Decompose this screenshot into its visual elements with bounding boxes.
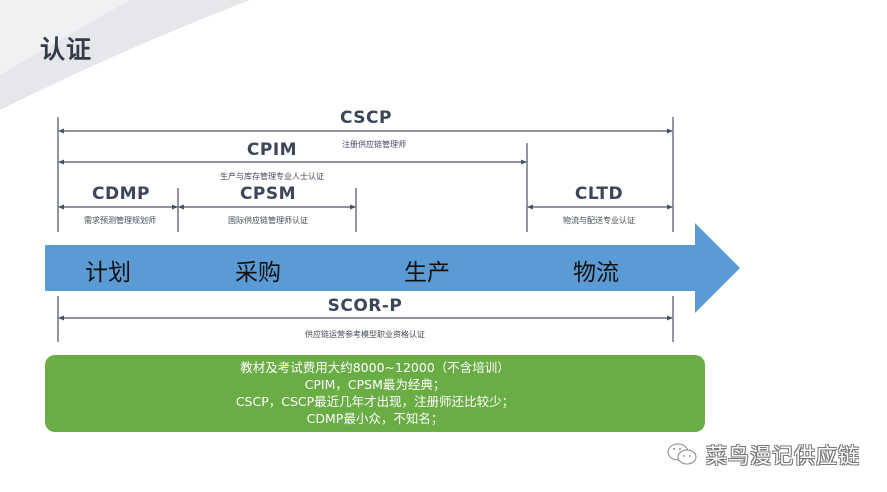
note-line: 教材及考试费用大约8000~12000（不含培训） (240, 360, 510, 375)
cert-code-scor-p: SCOR-P (327, 296, 403, 316)
cert-code-cscp: CSCP (340, 108, 392, 128)
cert-desc-scor-p: 供应链运营参考模型职业资格认证 (305, 330, 425, 339)
wechat-icon (667, 443, 697, 465)
cert-code-cltd: CLTD (574, 184, 624, 204)
cert-desc-cpsm: 国际供应链管理师认证 (228, 216, 308, 225)
cert-code-cdmp: CDMP (92, 184, 150, 204)
watermark: 菜鸟漫记供应链 (666, 440, 860, 470)
watermark-text: 菜鸟漫记供应链 (706, 444, 860, 468)
cert-desc-cscp: 注册供应链管理师 (342, 140, 406, 149)
cert-code-cpim: CPIM (246, 140, 298, 160)
process-arrow (45, 223, 740, 313)
cert-code-cpsm: CPSM (239, 184, 297, 204)
stage-source: 采购 (235, 260, 281, 286)
note-line: CPIM，CPSM最为经典； (304, 377, 446, 392)
slide-title: 认证 (40, 35, 93, 64)
cost-note-box: 教材及考试费用大约8000~12000（不含培训） CPIM，CPSM最为经典；… (45, 355, 705, 432)
cert-desc-cpim: 生产与库存管理专业人士认证 (220, 172, 324, 181)
stage-make: 生产 (404, 260, 450, 286)
stage-deliver: 物流 (573, 260, 619, 286)
cert-desc-cltd: 物流与配送专业认证 (563, 216, 635, 225)
note-line: CDMP最小众，不知名； (306, 411, 444, 426)
stage-plan: 计划 (85, 260, 131, 286)
cert-desc-cdmp: 需求预测管理规划师 (84, 216, 156, 225)
note-line: CSCP，CSCP最近几年才出现，注册师还比较少； (235, 394, 515, 409)
